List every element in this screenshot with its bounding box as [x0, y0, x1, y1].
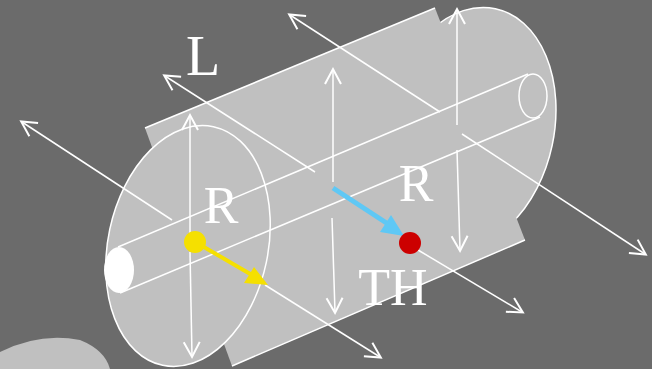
yellow-dot [184, 231, 206, 253]
blue-vector [333, 188, 388, 224]
cylinder-edge [232, 240, 525, 366]
red-dot [399, 232, 421, 254]
axis-label: TH [358, 262, 427, 314]
direction-arrows [22, 10, 645, 357]
axis-label: L [186, 28, 220, 84]
axis-label: R [399, 158, 434, 210]
axis-label: R [204, 180, 239, 232]
cylinder-edge [145, 8, 435, 128]
yellow-vector-head [244, 267, 268, 285]
second-log [0, 338, 110, 369]
pith-end [519, 74, 547, 118]
blue-vector-head [380, 215, 404, 236]
yellow-vector [197, 243, 252, 275]
pith-edge [118, 74, 528, 247]
cylinder-end-front [84, 110, 291, 369]
pith-end [104, 247, 134, 293]
